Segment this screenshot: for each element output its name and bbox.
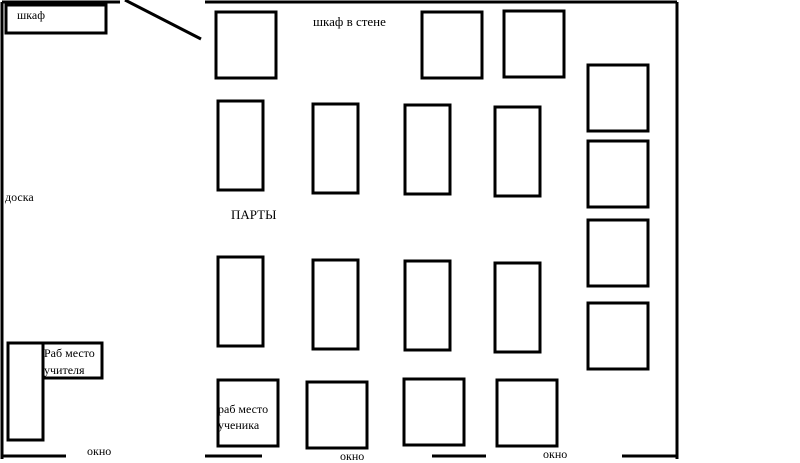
- desk: [493, 261, 542, 354]
- board-label: доска: [5, 190, 34, 204]
- desk: [493, 105, 542, 198]
- cabinet-label: шкаф: [17, 8, 45, 22]
- window-label: окно: [543, 447, 568, 461]
- window-label: окно: [87, 444, 112, 458]
- student-workplace: [305, 380, 369, 450]
- wall-cabinet-label: шкаф в стене: [313, 14, 386, 29]
- student-workplace-label-line1: раб место: [218, 402, 269, 416]
- desk: [403, 259, 452, 352]
- window-label: окно: [340, 449, 365, 463]
- wall-cabinet: [586, 63, 650, 133]
- desk: [216, 255, 265, 348]
- teacher-workplace-label-line2: учителя: [44, 363, 85, 377]
- wall-cabinet: [502, 9, 566, 79]
- teacher-desk-vertical: [6, 341, 45, 442]
- desk: [311, 258, 360, 351]
- wall-cabinet: [586, 139, 650, 209]
- desks-label: ПАРТЫ: [231, 207, 277, 222]
- wall-cabinet: [586, 218, 650, 288]
- desk: [311, 102, 360, 195]
- desk: [216, 99, 265, 192]
- desk: [403, 103, 452, 196]
- student-workplace: [402, 377, 466, 447]
- door: [124, 0, 202, 41]
- wall-cabinet: [214, 10, 278, 80]
- teacher-workplace-label-line1: Раб место: [44, 346, 95, 360]
- wall-cabinet: [586, 301, 650, 371]
- student-workplace-label-line2: ученика: [218, 418, 260, 432]
- teacher-desk-horizontal: [41, 341, 104, 380]
- wall-cabinet: [420, 10, 484, 80]
- cabinet: [4, 3, 108, 35]
- student-workplace: [495, 378, 559, 448]
- student-workplace: [216, 378, 280, 448]
